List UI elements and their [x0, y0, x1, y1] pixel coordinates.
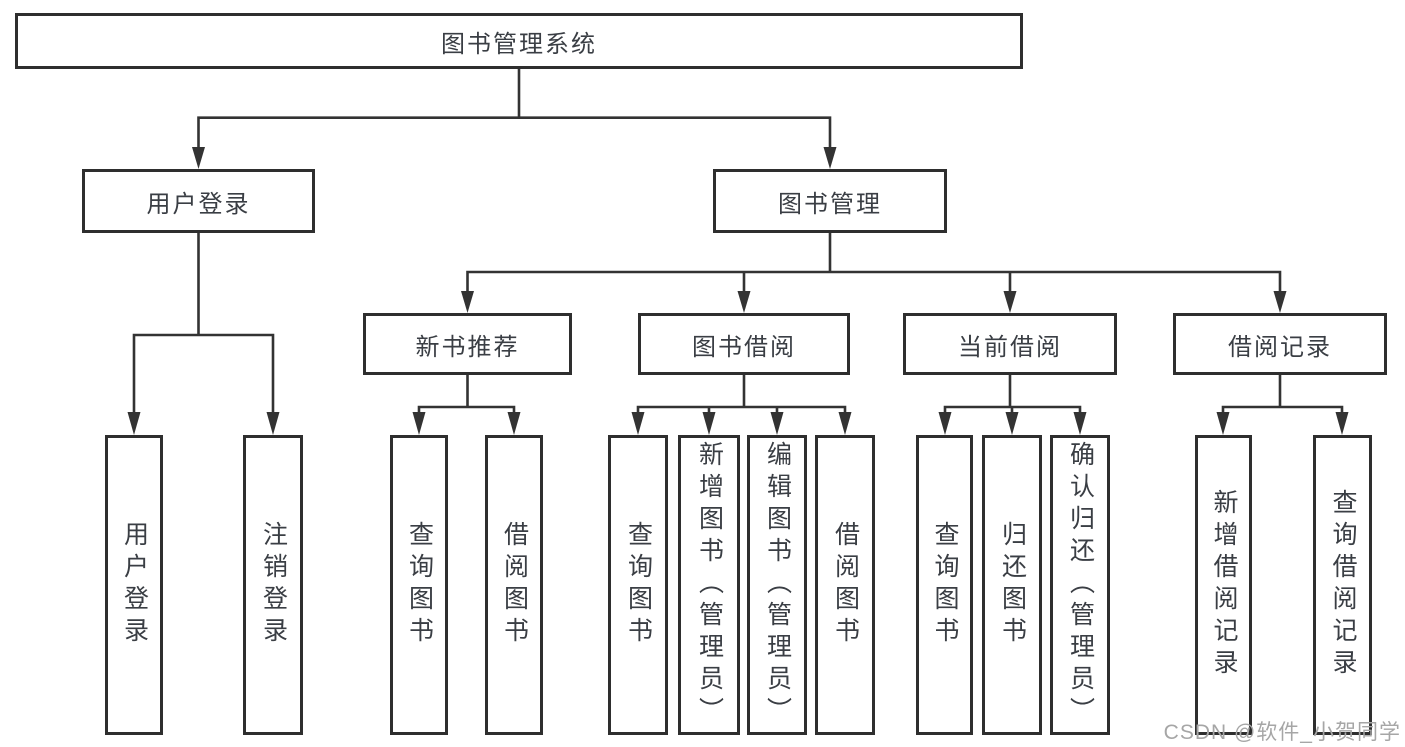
node-book-management: 图书管理: [713, 169, 947, 233]
node-user-login: 用户登录: [82, 169, 315, 233]
leaf-query-books-recommend: 查询图书: [390, 435, 448, 735]
node-current-borrowing: 当前借阅: [903, 313, 1117, 375]
leaf-add-borrow-record: 新增借阅记录: [1195, 435, 1252, 735]
arrowhead-icons: [127, 147, 1349, 435]
leaf-logout: 注销登录: [243, 435, 303, 735]
node-new-book-recommendation: 新书推荐: [363, 313, 572, 375]
leaf-query-borrow-record: 查询借阅记录: [1313, 435, 1372, 735]
leaf-query-books-current: 查询图书: [916, 435, 973, 735]
leaf-borrow-books: 借阅图书: [815, 435, 875, 735]
node-borrowing-records: 借阅记录: [1173, 313, 1387, 375]
leaf-borrow-books-recommend: 借阅图书: [485, 435, 543, 735]
leaf-add-books-admin: 新增图书（管理员）: [678, 435, 740, 735]
node-book-borrowing: 图书借阅: [638, 313, 850, 375]
leaf-query-books-borrow: 查询图书: [608, 435, 668, 735]
leaf-edit-books-admin: 编辑图书（管理员）: [747, 435, 807, 735]
csdn-watermark: CSDN @软件_小贺同学: [1163, 721, 1401, 744]
leaf-confirm-return-admin: 确认归还（管理员）: [1050, 435, 1110, 735]
node-root-library-management-system: 图书管理系统: [15, 13, 1023, 69]
leaf-return-books: 归还图书: [982, 435, 1042, 735]
leaf-user-login: 用户登录: [105, 435, 163, 735]
